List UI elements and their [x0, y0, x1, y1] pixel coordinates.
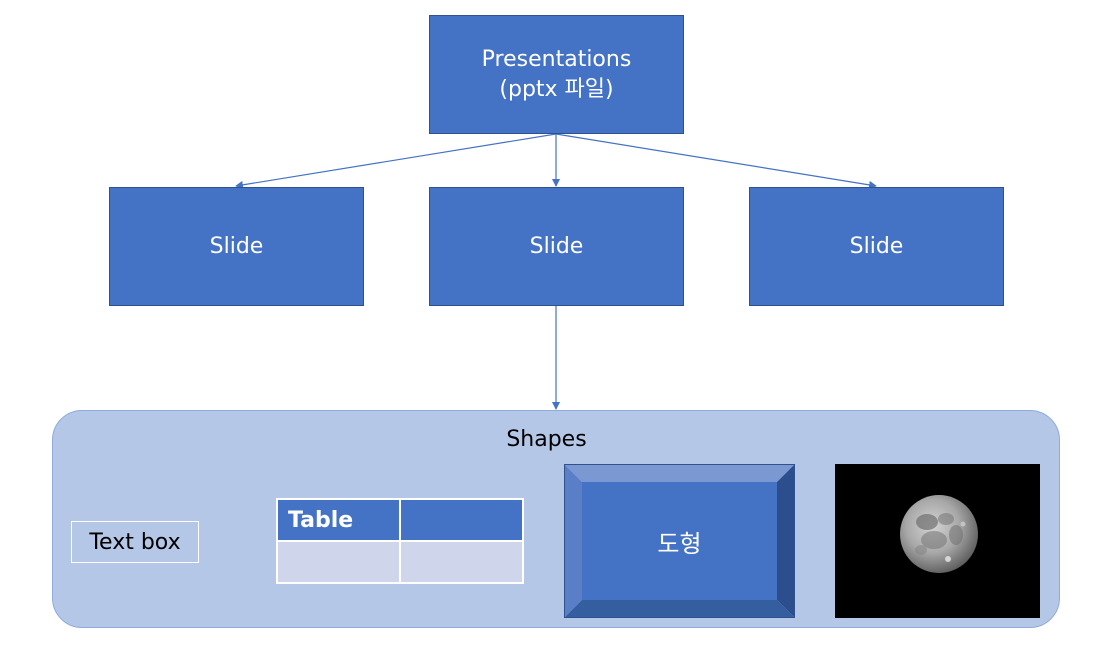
slide-label: Slide: [209, 233, 264, 259]
table-row: [276, 540, 524, 584]
slide-label: Slide: [849, 233, 904, 259]
bevel-top-face: [564, 464, 795, 482]
moon-photo[interactable]: [835, 464, 1040, 618]
bevel-outline: [564, 464, 795, 618]
bevel-front-face: [582, 482, 777, 600]
slide-node-3[interactable]: Slide: [749, 187, 1004, 306]
moon-icon: [900, 495, 978, 573]
presentations-node[interactable]: Presentations (pptx 파일): [429, 15, 684, 134]
text-box-sample[interactable]: Text box: [71, 521, 199, 563]
connector-root-slide-1: [235, 133, 557, 189]
table-header-cell: Table: [276, 498, 401, 542]
bevel-bottom-face: [564, 600, 795, 618]
table-cell: [276, 540, 401, 584]
presentations-title: Presentations: [481, 46, 632, 72]
bevel-label: 도형: [657, 529, 702, 558]
slide-node-2[interactable]: Slide: [429, 187, 684, 306]
bevel-left-face: [564, 464, 582, 618]
table-header-row: Table: [276, 498, 524, 542]
table-sample[interactable]: Table: [276, 498, 524, 584]
bevel-shape[interactable]: [564, 464, 795, 618]
slide-label: Slide: [529, 233, 584, 259]
table-cell: [399, 540, 524, 584]
bevel-right-face: [777, 464, 795, 618]
shapes-title: Shapes: [506, 427, 587, 452]
table-header-cell: [399, 498, 524, 542]
connector-root-slide-3: [555, 133, 877, 189]
presentations-subtitle: (pptx 파일): [499, 76, 614, 102]
slide-node-1[interactable]: Slide: [109, 187, 364, 306]
